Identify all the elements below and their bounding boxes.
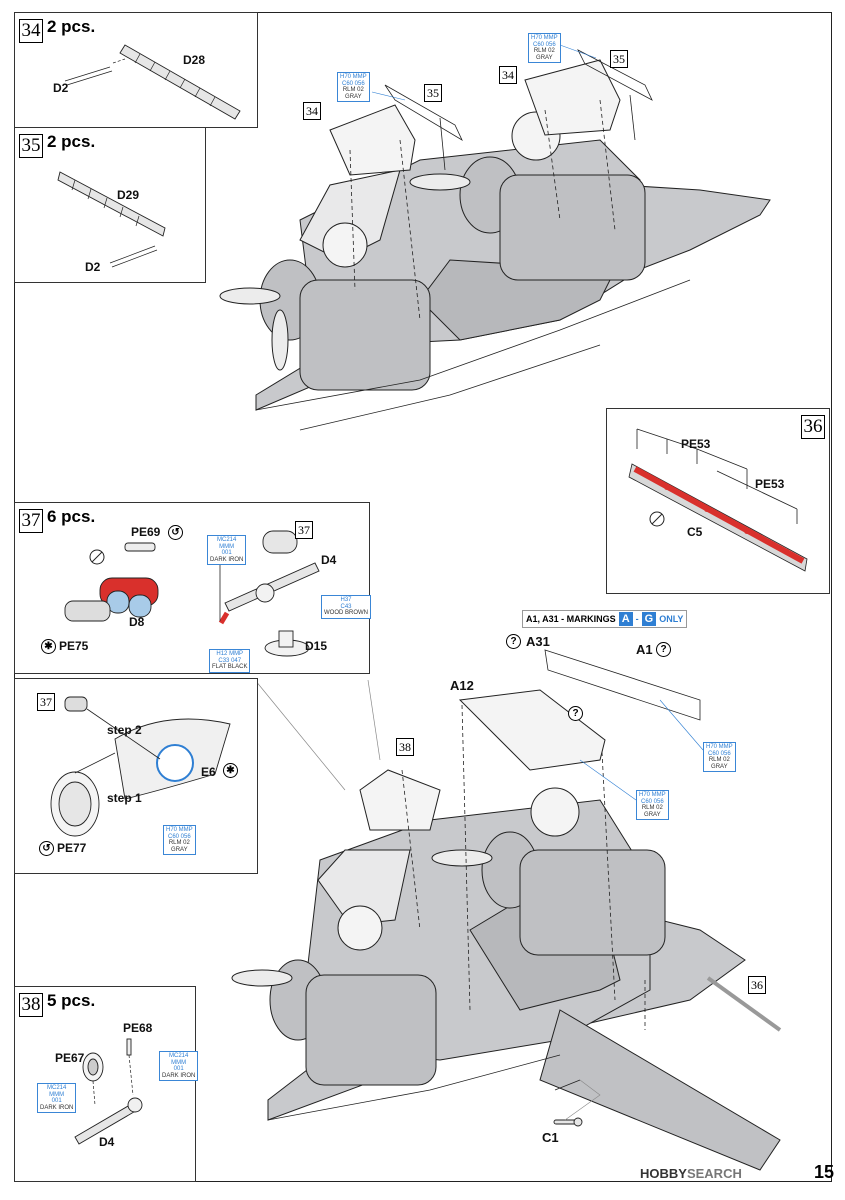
part-label-c5: C5 xyxy=(687,525,703,539)
part-label-d2: D2 xyxy=(53,81,69,95)
step-quantity: 6 pcs. xyxy=(47,507,96,526)
part-label-d4: D4 xyxy=(321,553,337,567)
page-number: 15 xyxy=(814,1162,835,1182)
part-label-d2: D2 xyxy=(85,260,101,274)
ref-step-37: 37 xyxy=(37,693,55,711)
ref-step-35: 35 xyxy=(424,84,442,102)
optional-part-icon: ? xyxy=(506,634,521,649)
step-34-panel: 34 2 pcs. D28 D2 xyxy=(14,12,258,128)
part-label-d15: D15 xyxy=(305,639,328,653)
step-36-panel: 36 PE53 PE53 C5 xyxy=(606,408,830,594)
part-label-pe67: PE67 xyxy=(55,1051,85,1065)
step-quantity: 5 pcs. xyxy=(47,991,96,1010)
markings-note: A1, A31 - MARKINGS A - G ONLY xyxy=(522,610,688,628)
part-d28-drawing xyxy=(64,44,241,120)
step-35-panel: 35 2 pcs. D29 D2 xyxy=(14,127,206,283)
step-quantity: 2 pcs. xyxy=(47,132,96,151)
step-1-label: step 1 xyxy=(107,791,142,805)
hobby-search-logo: HOBBYSEARCH xyxy=(640,1166,742,1181)
seat-detail-drawing xyxy=(50,696,231,837)
photo-etch-icon: ✱ xyxy=(41,639,56,654)
step-number: 38 xyxy=(19,993,43,1017)
photo-etch-icon: ✱ xyxy=(223,763,238,778)
part-c5-drawing xyxy=(628,428,808,572)
ref-step-35: 35 xyxy=(610,50,628,68)
ref-step-34: 34 xyxy=(303,102,321,120)
step-37-panel: 37 6 pcs. PE69 ↺ D8 ✱ PE75 37 D4 D15 MC2… xyxy=(14,502,371,674)
ref-step-36: 36 xyxy=(748,976,766,994)
goggles-drawing xyxy=(64,530,320,657)
ref-step-34: 34 xyxy=(499,66,517,84)
ref-step-38: 38 xyxy=(396,738,414,756)
part-label-pe68: PE68 xyxy=(123,1021,153,1035)
part-label-pe77: PE77 xyxy=(57,841,87,855)
optional-part-icon: ? xyxy=(568,706,583,721)
step-number: 37 xyxy=(19,509,43,533)
part-d29-drawing xyxy=(57,171,166,268)
part-label-c1: C1 xyxy=(542,1130,559,1145)
part-label-pe75: PE75 xyxy=(59,639,89,653)
part-label-a1: A1 xyxy=(636,642,653,657)
step-number: 36 xyxy=(801,415,825,439)
step-2-label: step 2 xyxy=(107,723,142,737)
optional-part-icon: ? xyxy=(656,642,671,657)
part-label-pe53: PE53 xyxy=(681,437,711,451)
part-label-pe69: PE69 xyxy=(131,525,161,539)
part-label-pe53: PE53 xyxy=(755,477,785,491)
step-number: 35 xyxy=(19,134,43,158)
part-label-a12: A12 xyxy=(450,678,474,693)
part-label-d4: D4 xyxy=(99,1135,115,1149)
step-quantity: 2 pcs. xyxy=(47,17,96,36)
part-label-d29: D29 xyxy=(117,188,140,202)
part-label-a31: A31 xyxy=(526,634,550,649)
step-number: 34 xyxy=(19,19,43,43)
part-label-d8: D8 xyxy=(129,615,145,629)
fold-icon: ↺ xyxy=(168,525,183,540)
fold-icon: ↺ xyxy=(39,841,54,856)
ref-step-37: 37 xyxy=(295,521,313,539)
gun-sight-drawing xyxy=(74,1038,143,1145)
part-label-e6: E6 xyxy=(201,765,216,779)
part-label-d28: D28 xyxy=(183,53,206,67)
